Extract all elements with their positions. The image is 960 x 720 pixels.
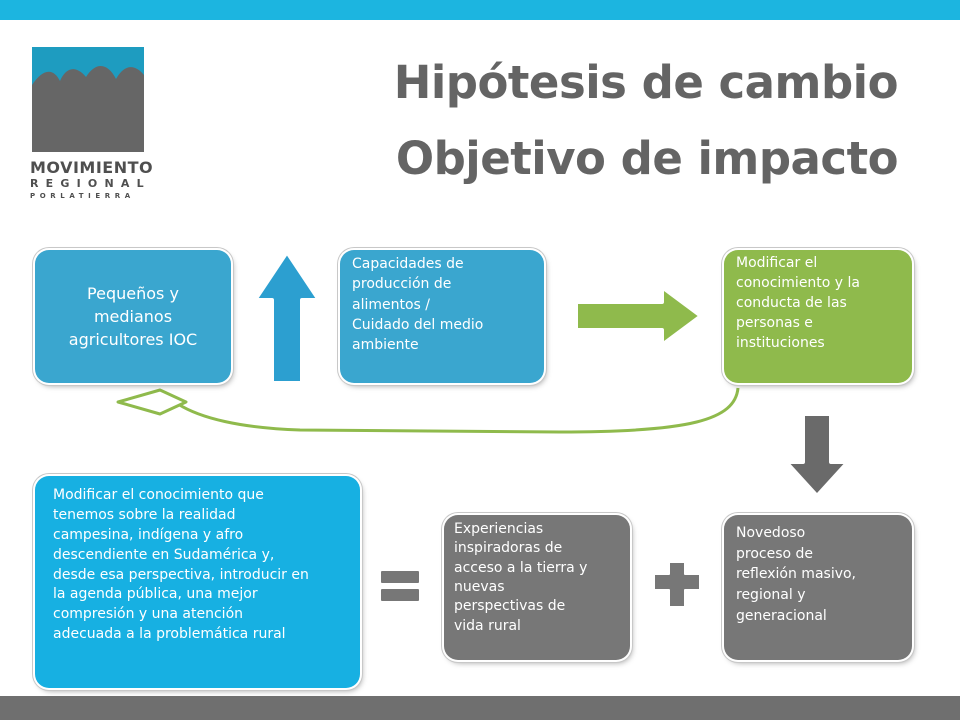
- box-inspiring-experiences: Experiencias inspiradoras de acceso a la…: [444, 515, 630, 660]
- box-modify-knowledge-conduct: Modificar el conocimiento y la conducta …: [724, 250, 912, 383]
- title-line-1: Hipótesis de cambio: [393, 56, 899, 109]
- box-text-line: regional y: [736, 587, 806, 604]
- box-text-line: instituciones: [736, 334, 825, 351]
- box-text-line: proceso de: [736, 545, 814, 562]
- box-text-line: nuevas: [454, 578, 505, 595]
- bottom-footer-bar: [0, 696, 960, 720]
- box-text-line: desde esa perspectiva, introducir en: [53, 566, 309, 583]
- box-text-line: inspiradoras de: [454, 540, 563, 557]
- plus-icon: [653, 561, 701, 608]
- box-text-line: Pequeños y: [87, 283, 179, 303]
- logo-movimiento-regional: MOVIMIENTO REGIONAL PORLATIERRA: [30, 45, 155, 205]
- box-text-line: Novedoso: [736, 525, 806, 541]
- title-line-2: Objetivo de impacto: [395, 132, 899, 185]
- box-novel-reflection-process: Novedoso proceso de reflexión masivo, re…: [724, 515, 912, 660]
- box-text-line: ambiente: [352, 337, 419, 354]
- box-text-line: medianos: [93, 306, 173, 326]
- box-text-line: perspectivas de: [454, 598, 566, 615]
- up-arrow-icon: [253, 250, 321, 385]
- box-small-medium-farmers: Pequeños y medianos agricultores IOC: [35, 250, 231, 383]
- logo-mark-icon: [32, 47, 144, 152]
- top-accent-bar: [0, 0, 960, 20]
- box-text-line: descendiente en Sudamérica y,: [53, 546, 275, 563]
- box-text-line: tenemos sobre la realidad: [53, 506, 236, 523]
- box-text-line: Experiencias: [454, 521, 544, 537]
- box-text-line: generacional: [736, 607, 827, 624]
- box-text-line: vida rural: [454, 617, 521, 634]
- box-text-line: producción de: [352, 276, 452, 293]
- down-arrow-icon: [784, 412, 850, 498]
- box-production-capacities: Capacidades de producción de alimentos /…: [340, 250, 544, 383]
- curved-loop-arrow-icon: [116, 387, 740, 434]
- logo-line-1: MOVIMIENTO: [30, 158, 154, 177]
- box-text-line: acceso a la tierra y: [454, 559, 588, 576]
- box-text-line: adecuada a la problemática rural: [53, 626, 286, 643]
- right-arrow-icon: [574, 285, 703, 347]
- box-text-line: Modificar el conocimiento que: [53, 487, 264, 503]
- box-text-line: alimentos /: [352, 296, 430, 313]
- box-text-line: la agenda pública, una mejor: [53, 586, 258, 603]
- box-text-line: conocimiento y la: [736, 274, 861, 291]
- box-text-line: campesina, indígena y afro: [53, 526, 244, 543]
- box-text-line: personas e: [736, 314, 813, 331]
- box-rural-reality-knowledge: Modificar el conocimiento que tenemos so…: [35, 476, 360, 688]
- box-text-line: Cuidado del medio: [352, 316, 484, 333]
- box-text-line: conducta de las: [736, 294, 847, 311]
- logo-line-3: PORLATIERRA: [30, 192, 135, 200]
- equals-icon: [379, 569, 421, 603]
- logo-line-2: REGIONAL: [30, 177, 151, 190]
- box-text-line: Capacidades de: [352, 256, 464, 272]
- box-text-line: reflexión masivo,: [736, 566, 857, 583]
- box-text-line: compresión y una atención: [53, 606, 244, 623]
- box-text-line: agricultores IOC: [68, 330, 198, 350]
- box-text-line: Modificar el: [736, 255, 818, 271]
